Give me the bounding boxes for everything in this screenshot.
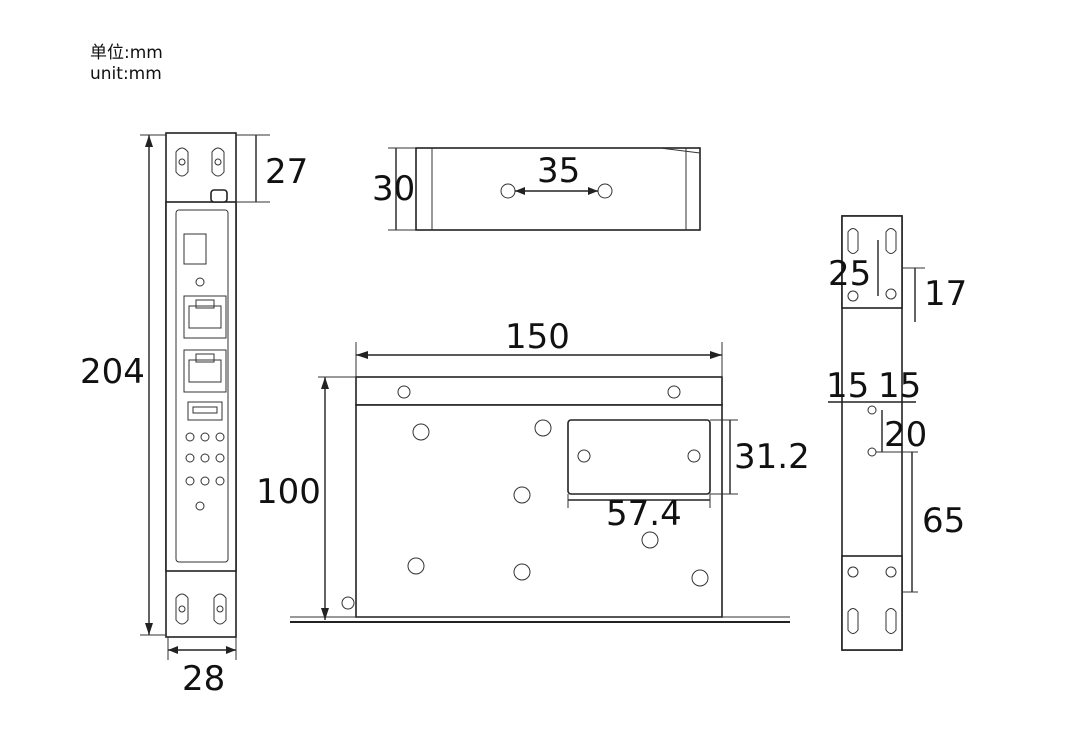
- ethernet-port-2: [183, 349, 227, 393]
- rail-screw-right: [667, 385, 681, 399]
- side-label-plate: [567, 419, 711, 495]
- rail-screw-left: [397, 385, 411, 399]
- dim-label-width: 57.4: [606, 494, 682, 534]
- dim-top-height: 30: [372, 169, 415, 209]
- front-view: 204 27 28: [80, 132, 308, 699]
- dim-label-height: 31.2: [734, 437, 810, 477]
- dim-front-width: 28: [182, 659, 225, 699]
- led-grid: [185, 432, 225, 511]
- dim-top-hole-spacing: 35: [537, 151, 580, 191]
- side-ground-stud: [341, 596, 355, 610]
- bottom-mount-slots: [175, 593, 227, 625]
- dim-rear-hole-offset: 17: [924, 274, 967, 314]
- dim-rear-hole-right: 15: [878, 366, 921, 406]
- rear-top-bracket: [841, 215, 903, 309]
- dim-rear-lower-span: 65: [922, 501, 965, 541]
- top-body: [415, 147, 701, 231]
- dim-side-width: 150: [505, 317, 570, 357]
- dim-side-height: 100: [256, 472, 321, 512]
- dim-front-height: 204: [80, 352, 145, 392]
- dim-rear-hole-left: 15: [826, 366, 869, 406]
- rear-slots: [847, 228, 897, 634]
- rear-bottom-bracket: [841, 555, 903, 651]
- top-mount-slots: [175, 147, 225, 177]
- rear-view: 25 17 15 15 20 65: [826, 215, 967, 651]
- unit-label-chinese: 单位:mm: [90, 43, 163, 63]
- dim-rear-small-spacing: 20: [884, 415, 927, 455]
- side-top-rail: [355, 376, 723, 406]
- usb-port: [187, 401, 223, 421]
- indicator-led: [195, 277, 205, 287]
- front-panel: [175, 209, 229, 563]
- dim-front-top-ear: 27: [265, 152, 308, 192]
- antenna-connector: [210, 189, 228, 203]
- hex-standoffs: [407, 419, 709, 587]
- unit-label-english: unit:mm: [90, 64, 162, 84]
- ethernet-port-1: [183, 295, 227, 339]
- status-window: [183, 233, 207, 265]
- side-view: 150 100 31.2 57.4: [256, 317, 810, 623]
- top-view: 35 30: [372, 147, 701, 231]
- dim-rear-hole-vertical: 25: [828, 254, 871, 294]
